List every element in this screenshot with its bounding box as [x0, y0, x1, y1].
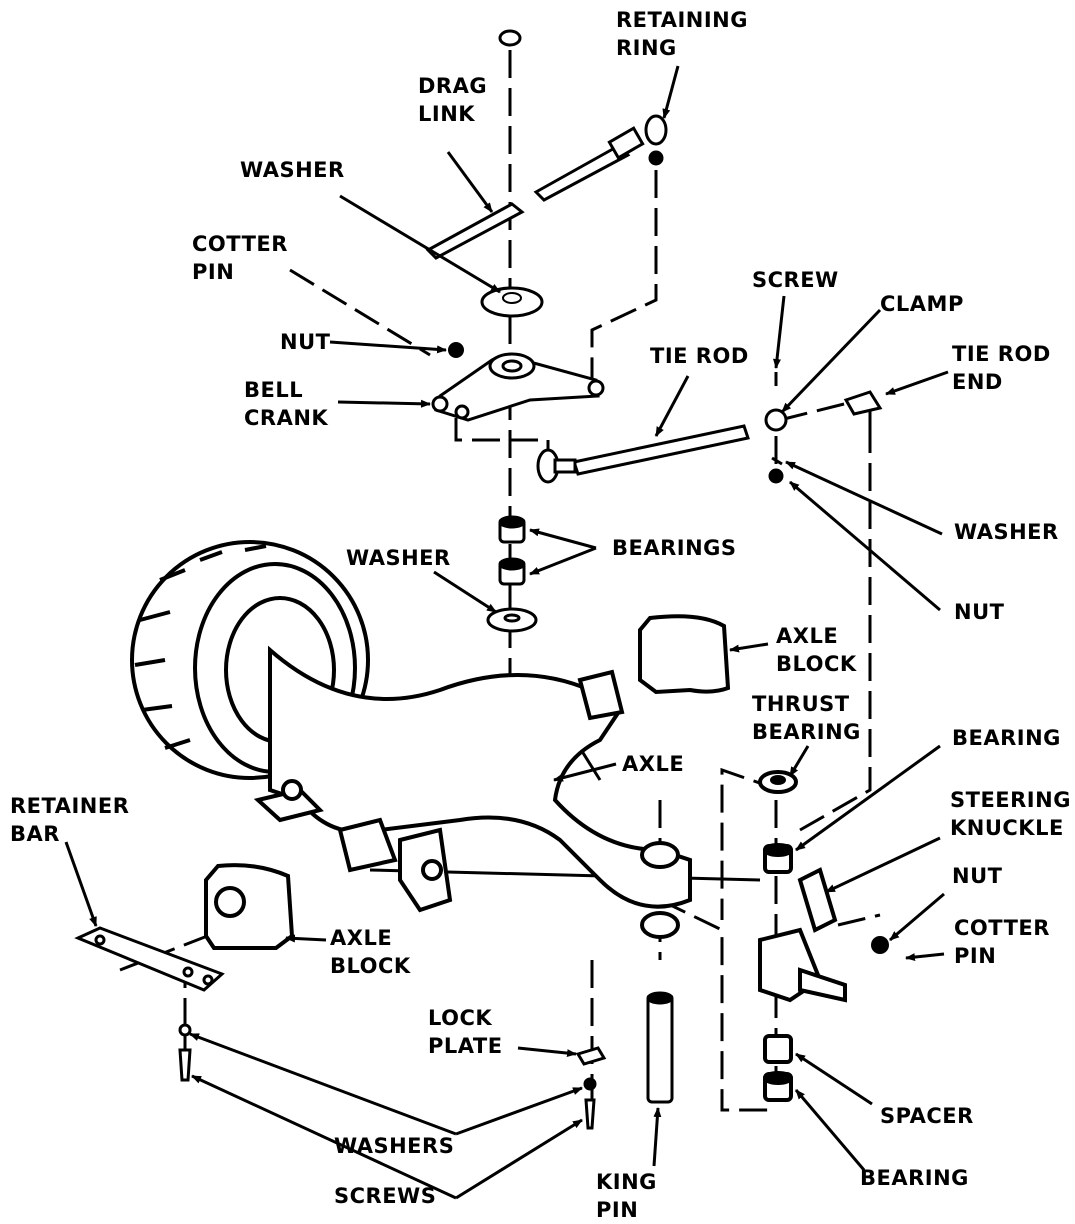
label-washers: WASHERS	[334, 1134, 455, 1158]
label-axle: AXLE	[622, 752, 685, 776]
label-nut-right: NUT	[954, 600, 1005, 624]
washer-part-top	[480, 286, 544, 318]
label-bearing-upper: BEARING	[952, 726, 1061, 750]
retainer-bar-part	[74, 926, 225, 992]
label-nut-knuckle: NUT	[952, 864, 1003, 888]
clamp-hardware	[764, 372, 883, 484]
label-spacer: SPACER	[880, 1104, 974, 1128]
tie-rod-part	[536, 424, 750, 484]
label-screw: SCREW	[752, 268, 839, 292]
left-screws	[178, 1023, 192, 1082]
label-washer-right: WASHER	[954, 520, 1059, 544]
king-pin-hardware	[575, 991, 674, 1130]
label-washer-mid: WASHER	[346, 546, 451, 570]
label-screws: SCREWS	[334, 1184, 437, 1208]
label-tie-rod: TIE ROD	[650, 344, 749, 368]
axle-part	[253, 645, 692, 939]
retaining-ring-part	[498, 29, 522, 47]
label-washer-top: WASHER	[240, 158, 345, 182]
leader-lines	[64, 65, 949, 1200]
nut-part-top	[448, 342, 464, 358]
bell-crank-part	[431, 352, 605, 422]
steering-knuckle-stack	[758, 770, 889, 1102]
axle-block-parts	[204, 614, 731, 950]
label-bearing-lower: BEARING	[860, 1166, 969, 1190]
drag-link	[425, 114, 668, 260]
label-bearings: BEARINGS	[612, 536, 737, 560]
label-nut-top: NUT	[280, 330, 331, 354]
label-clamp: CLAMP	[880, 292, 964, 316]
